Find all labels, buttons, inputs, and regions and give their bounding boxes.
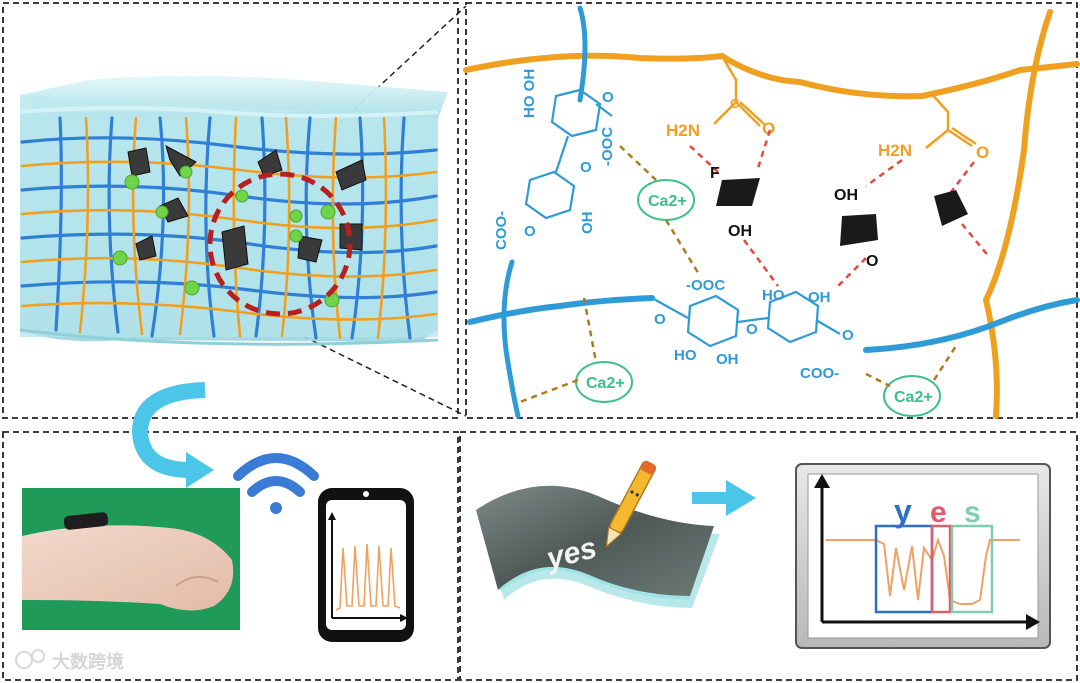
letter-y: y bbox=[894, 493, 912, 529]
amide-group-right bbox=[925, 91, 977, 149]
coo-bottom: COO- bbox=[800, 365, 839, 382]
carboxylate-left: COO- bbox=[493, 211, 510, 250]
wrist-photo bbox=[22, 488, 240, 630]
polyacrylamide-backbone-right bbox=[982, 9, 1053, 419]
calcium-ions bbox=[112, 165, 340, 308]
alginate-ring-bottom bbox=[651, 290, 841, 348]
ring-o-2: O bbox=[524, 223, 536, 240]
svg-text:Ca2+: Ca2+ bbox=[894, 389, 933, 406]
carboxylate-top: -OOC bbox=[599, 127, 616, 166]
flake-hydroxyl-keto: OH O bbox=[834, 187, 878, 270]
carbon-c-left: C bbox=[730, 96, 740, 111]
hydroxyl-left: OH bbox=[579, 212, 596, 235]
letter-e: e bbox=[930, 496, 947, 529]
calcium-ion-right: Ca2+ bbox=[883, 375, 941, 417]
curved-arrow-icon bbox=[131, 382, 214, 488]
svg-text:Ca2+: Ca2+ bbox=[586, 375, 625, 392]
carbonyl-o-left: O bbox=[762, 119, 775, 138]
ring-o-bottom-3: O bbox=[842, 327, 854, 344]
panel-mechanism-border bbox=[465, 2, 1078, 419]
letter-s: s bbox=[964, 496, 981, 529]
ring-o-bottom-2: O bbox=[746, 321, 758, 338]
zoom-circle bbox=[207, 171, 353, 317]
svg-text:F: F bbox=[710, 165, 720, 182]
svg-text:OH: OH bbox=[728, 223, 752, 240]
amide-group-left bbox=[713, 55, 765, 127]
ring-o-3: O bbox=[580, 159, 592, 176]
pen-icon bbox=[605, 460, 657, 548]
alginate-chain-top bbox=[577, 5, 588, 103]
polyacrylamide-network bbox=[20, 116, 438, 340]
ho-bottom-1: HO bbox=[674, 347, 697, 364]
wifi-icon bbox=[233, 453, 319, 514]
letter-s-box bbox=[950, 524, 994, 614]
smartphone-icon bbox=[318, 488, 414, 642]
polyacrylamide-backbone-top bbox=[463, 52, 1080, 100]
hydrogen-bonds bbox=[689, 129, 991, 289]
svg-text:Ca2+: Ca2+ bbox=[648, 193, 687, 210]
svg-text:大数跨境: 大数跨境 bbox=[52, 651, 124, 672]
ring-o-bottom-1: O bbox=[654, 311, 666, 328]
arrow-right-icon bbox=[692, 480, 756, 516]
hydrogel-sheet: yes bbox=[476, 485, 720, 608]
filler-flakes bbox=[127, 145, 367, 271]
amide-label-right: H2N bbox=[878, 141, 912, 160]
svg-text:O: O bbox=[866, 253, 878, 270]
carbonyl-o-right: O bbox=[976, 143, 989, 162]
svg-text:OH: OH bbox=[834, 187, 858, 204]
panel-writing-border bbox=[459, 431, 1078, 681]
hydroxyl-pair-top: HO OH bbox=[521, 69, 538, 118]
calcium-ion-top: Ca2+ bbox=[637, 179, 695, 221]
phone-signal-trace bbox=[335, 543, 401, 611]
signal-chart: y e s bbox=[795, 463, 1051, 649]
mechanism-panel: H2N O C H2N O O HO OH -OOC COO- OH O O C… bbox=[463, 5, 1080, 419]
oh-bottom-2: OH bbox=[808, 289, 831, 306]
sensor-patch bbox=[63, 512, 109, 530]
flake-fluoro: F OH bbox=[710, 165, 760, 240]
flake-plain bbox=[934, 190, 968, 226]
alginate-chain-lower bbox=[501, 259, 521, 419]
panel-hydrogel-border bbox=[2, 2, 459, 419]
amide-label-left: H2N bbox=[666, 121, 700, 140]
oh-bottom-1: OH bbox=[716, 351, 739, 368]
letter-e-box bbox=[930, 524, 952, 614]
panel-sensing-border bbox=[2, 431, 459, 681]
ooc-bottom: -OOC bbox=[686, 277, 725, 294]
ring-o-1: O bbox=[602, 89, 614, 106]
alginate-chain-left bbox=[467, 295, 655, 325]
ho-bottom-2: HO bbox=[762, 287, 785, 304]
alginate-chain-right bbox=[863, 297, 1080, 353]
calcium-ion-mid: Ca2+ bbox=[575, 361, 633, 403]
alginate-ring-top bbox=[524, 88, 613, 220]
ionic-bonds bbox=[519, 145, 958, 404]
watermark: 大数跨境 bbox=[15, 649, 124, 672]
